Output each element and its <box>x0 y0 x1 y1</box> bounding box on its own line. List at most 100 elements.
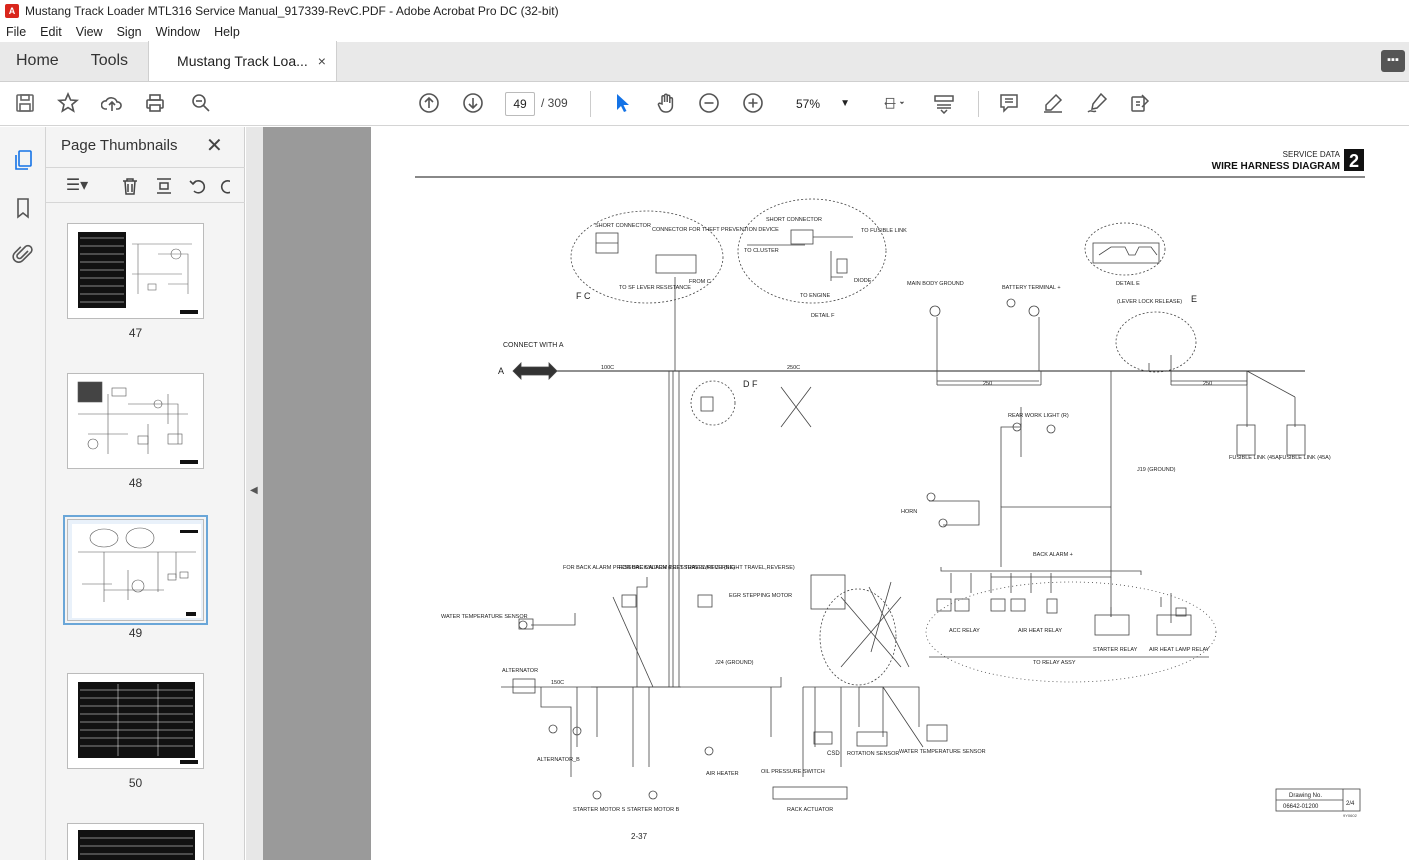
zoom-out-icon[interactable] <box>697 92 721 116</box>
thumbnail-label: 50 <box>128 776 143 790</box>
label-rear-work-light: REAR WORK LIGHT (R) <box>1008 413 1069 419</box>
label-sf-lever: TO SF LEVER RESISTANCE <box>619 285 691 291</box>
search-icon[interactable] <box>189 92 213 116</box>
bookmarks-icon[interactable] <box>12 197 34 219</box>
label-oil-pressure: OIL PRESSURE SWITCH <box>761 769 825 775</box>
thumbnail-page-48[interactable] <box>67 373 204 469</box>
label-detail-e: DETAIL E <box>1116 281 1140 287</box>
thumbnail-page-47[interactable] <box>67 223 204 319</box>
previous-page-icon[interactable] <box>417 92 441 116</box>
label-250-a: 250 <box>983 381 992 387</box>
label-battery-terminal: BATTERY TERMINAL + <box>1002 285 1061 291</box>
close-tab-icon[interactable]: × <box>317 53 326 69</box>
comment-chat-icon[interactable]: ▪▪▪ <box>1381 50 1405 72</box>
zoom-level-value: 57% <box>796 97 821 111</box>
label-alternator: ALTERNATOR <box>502 668 538 674</box>
header-small: SERVICE DATA <box>1283 150 1341 159</box>
label-air-heater: AIR HEATER <box>706 771 739 777</box>
label-250c: 250C <box>787 365 800 371</box>
tab-tools[interactable]: Tools <box>90 52 129 69</box>
label-csd: CSD <box>827 751 840 757</box>
rotate-left-icon[interactable] <box>187 176 209 196</box>
label-short-connector-f: SHORT CONNECTOR <box>766 217 822 223</box>
close-panel-icon[interactable]: ✕ <box>206 135 223 157</box>
comment-icon[interactable] <box>997 92 1021 116</box>
label-connect-with-a: CONNECT WITH A <box>503 342 564 349</box>
drawing-code: 9Y0602 <box>1343 813 1358 818</box>
label-lever-lock: (LEVER LOCK RELEASE) <box>1117 299 1182 305</box>
thumbnail-tools: ☰▾ <box>46 167 245 203</box>
label-rotation-sensor: ROTATION SENSOR <box>847 751 899 757</box>
document-area[interactable]: SERVICE DATA WIRE HARNESS DIAGRAM 2 <box>263 127 1409 860</box>
select-cursor-icon[interactable] <box>610 92 634 116</box>
highlight-pen-icon[interactable] <box>1041 92 1065 116</box>
label-from-c: FROM C <box>689 279 711 285</box>
bookmark-star-icon[interactable] <box>56 91 80 116</box>
extract-pages-icon[interactable] <box>153 176 175 196</box>
print-icon[interactable] <box>143 92 167 116</box>
zoom-in-icon[interactable] <box>741 92 765 116</box>
label-main-body-ground: MAIN BODY GROUND <box>907 281 964 287</box>
drawing-no: 06642-01200 <box>1283 804 1319 810</box>
thumbnail-page-50[interactable] <box>67 673 204 769</box>
tab-bar: Home Tools Mustang Track Loa... × ▪▪▪ <box>0 41 1409 82</box>
drawing-no-label: Drawing No. <box>1289 793 1322 799</box>
drawing-sheet: 2/4 <box>1346 801 1355 807</box>
menu-window[interactable]: Window <box>155 25 201 39</box>
menu-view[interactable]: View <box>75 25 103 39</box>
label-j24: J24 (GROUND) <box>715 660 754 666</box>
stamp-share-icon[interactable] <box>1128 92 1152 116</box>
rotate-right-icon[interactable] <box>218 176 230 196</box>
label-back-alarm-left: FOR BACK ALARM PRESSURE SWITCH (LEFT TRA… <box>563 565 735 571</box>
zoom-level-select[interactable]: 57% ▼ <box>784 92 856 116</box>
left-rail <box>0 127 46 860</box>
menu-file[interactable]: File <box>6 25 27 39</box>
scroll-mode-icon[interactable] <box>932 92 956 116</box>
attachments-icon[interactable] <box>12 243 34 265</box>
section-number: 2 <box>1349 151 1359 171</box>
label-detail-f: DETAIL F <box>811 313 835 319</box>
menu-edit[interactable]: Edit <box>40 25 62 39</box>
label-alternator-b: ALTERNATOR_B <box>537 757 580 763</box>
label-acc-relay: ACC RELAY <box>949 628 980 634</box>
toolbar: 49 / 309 57% ▼ <box>0 82 1409 126</box>
page-number-input[interactable]: 49 <box>505 92 535 116</box>
page-thumbnails-icon[interactable] <box>12 149 34 171</box>
next-page-icon[interactable] <box>461 92 485 116</box>
label-250-b: 250 <box>1203 381 1212 387</box>
label-letter-a: A <box>498 366 504 376</box>
menu-sign[interactable]: Sign <box>116 25 142 39</box>
label-horn: HORN <box>901 509 917 515</box>
label-j19: J19 (GROUND) <box>1137 467 1176 473</box>
draw-sign-icon[interactable] <box>1085 92 1109 116</box>
label-fusible-link-2: FUSIBLE LINK (45A) <box>1279 455 1331 461</box>
label-150c: 150C <box>551 680 564 686</box>
label-back-alarm-right: FOR BACK ALARM PRESSURE SWITCH (RIGHT TR… <box>619 565 795 571</box>
toolbar-divider <box>978 91 979 117</box>
section-badge <box>1344 149 1364 171</box>
tab-document[interactable]: Mustang Track Loa... × <box>148 41 337 81</box>
label-starter-motor-s: STARTER MOTOR S <box>573 807 626 813</box>
hand-tool-icon[interactable] <box>654 92 678 116</box>
chevron-down-icon: ▼ <box>840 98 850 109</box>
thumbnail-page-next[interactable] <box>67 823 204 860</box>
thumbnail-label: 48 <box>128 476 143 490</box>
page-fit-icon[interactable] <box>876 92 914 116</box>
options-menu-icon[interactable]: ☰▾ <box>65 177 89 194</box>
menu-help[interactable]: Help <box>214 25 240 39</box>
thumbnail-label: 49 <box>128 626 143 640</box>
page-total: / 309 <box>541 96 568 110</box>
label-theft-connector: CONNECTOR FOR THEFT PREVENTION DEVICE <box>652 227 779 233</box>
label-fusible-link-1: FUSIBLE LINK (45A) <box>1229 455 1281 461</box>
menu-bar: File Edit View Sign Window Help <box>0 22 1409 42</box>
thumbnail-page-49[interactable] <box>63 515 208 625</box>
save-icon[interactable] <box>13 92 37 116</box>
upload-cloud-icon[interactable] <box>100 92 124 116</box>
page-number: 2-37 <box>631 832 648 841</box>
label-to-relay-assy: TO RELAY ASSY <box>1033 660 1076 666</box>
page-thumbnails-panel: Page Thumbnails ✕ ☰▾ <box>46 127 281 860</box>
panel-collapse-handle[interactable]: ◀ <box>246 127 263 860</box>
label-rack-actuator: RACK ACTUATOR <box>787 807 833 813</box>
tab-home[interactable]: Home <box>16 52 59 69</box>
delete-page-icon[interactable] <box>119 176 141 196</box>
